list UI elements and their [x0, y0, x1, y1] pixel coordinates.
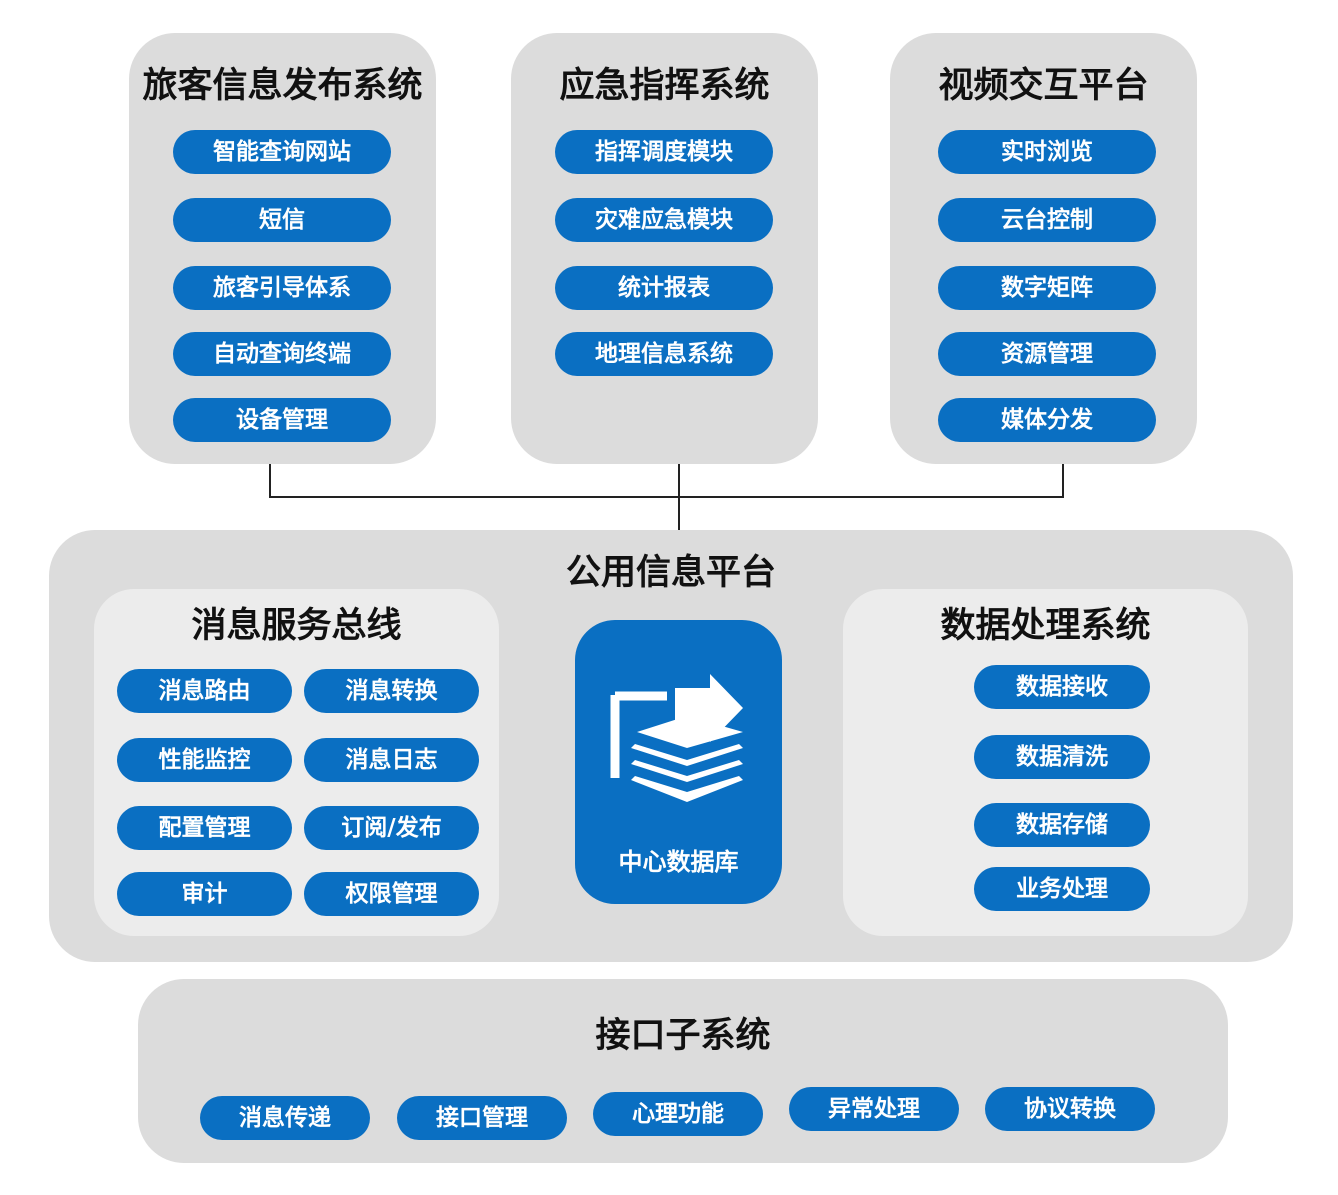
public-info-platform-title: 公用信息平台	[565, 553, 776, 593]
emergency-command-system-title: 应急指挥系统	[559, 66, 770, 106]
pill-gis: 地理信息系统	[555, 332, 773, 376]
pill-message-routing: 消息路由	[117, 669, 292, 713]
pill-dispatch-module: 指挥调度模块	[555, 130, 773, 174]
interface-subsystem-panel: 接口子系统 消息传递 接口管理 心理功能 异常处理 协议转换	[138, 979, 1228, 1163]
database-stack-icon	[610, 674, 743, 802]
message-bus-title: 消息服务总线	[191, 606, 402, 646]
pill-data-receive: 数据接收	[974, 665, 1150, 709]
pill-message-conversion: 消息转换	[304, 669, 479, 713]
data-processing-panel: 数据处理系统 数据接收 数据清洗 数据存储 业务处理	[843, 589, 1248, 936]
emergency-command-system-panel: 应急指挥系统 指挥调度模块 灾难应急模块 统计报表 地理信息系统	[511, 33, 818, 464]
data-processing-title: 数据处理系统	[940, 606, 1151, 646]
connector-center-vertical	[678, 464, 680, 530]
pill-interface-management: 接口管理	[397, 1096, 567, 1140]
pill-resource-management: 资源管理	[938, 332, 1156, 376]
pill-ptz-control: 云台控制	[938, 198, 1156, 242]
pill-audit: 审计	[117, 872, 292, 916]
pill-message-passing: 消息传递	[200, 1096, 370, 1140]
pill-psychological-function: 心理功能	[593, 1092, 763, 1136]
pill-permission-management: 权限管理	[304, 872, 479, 916]
pill-subscribe-publish: 订阅/发布	[304, 806, 479, 850]
video-interaction-platform-title: 视频交互平台	[938, 66, 1149, 106]
pill-data-storage: 数据存储	[974, 803, 1150, 847]
pill-auto-query-terminal: 自动查询终端	[173, 332, 391, 376]
pill-media-distribution: 媒体分发	[938, 398, 1156, 442]
pill-digital-matrix: 数字矩阵	[938, 266, 1156, 310]
message-bus-panel: 消息服务总线 消息路由 消息转换 性能监控 消息日志 配置管理 订阅/发布 审计…	[94, 589, 499, 936]
connector-horizontal	[269, 496, 1064, 498]
video-interaction-platform-panel: 视频交互平台 实时浏览 云台控制 数字矩阵 资源管理 媒体分发	[890, 33, 1197, 464]
pill-passenger-guidance: 旅客引导体系	[173, 266, 391, 310]
pill-device-management: 设备管理	[173, 398, 391, 442]
pill-exception-handling: 异常处理	[789, 1087, 959, 1131]
pill-data-cleaning: 数据清洗	[974, 735, 1150, 779]
pill-disaster-emergency-module: 灾难应急模块	[555, 198, 773, 242]
pill-config-management: 配置管理	[117, 806, 292, 850]
central-database-label: 中心数据库	[618, 848, 739, 876]
interface-subsystem-title: 接口子系统	[595, 1016, 771, 1056]
pill-realtime-browse: 实时浏览	[938, 130, 1156, 174]
pill-sms: 短信	[173, 198, 391, 242]
pill-statistics-report: 统计报表	[555, 266, 773, 310]
pill-protocol-conversion: 协议转换	[985, 1087, 1155, 1131]
connector-right-vertical	[1062, 464, 1064, 498]
passenger-info-system-title: 旅客信息发布系统	[142, 66, 423, 106]
pill-business-processing: 业务处理	[974, 867, 1150, 911]
connector-left-vertical	[269, 464, 271, 498]
pill-smart-query-website: 智能查询网站	[173, 130, 391, 174]
pill-message-log: 消息日志	[304, 738, 479, 782]
passenger-info-system-panel: 旅客信息发布系统 智能查询网站 短信 旅客引导体系 自动查询终端 设备管理	[129, 33, 436, 464]
pill-performance-monitor: 性能监控	[117, 738, 292, 782]
central-database: 中心数据库	[575, 620, 782, 904]
